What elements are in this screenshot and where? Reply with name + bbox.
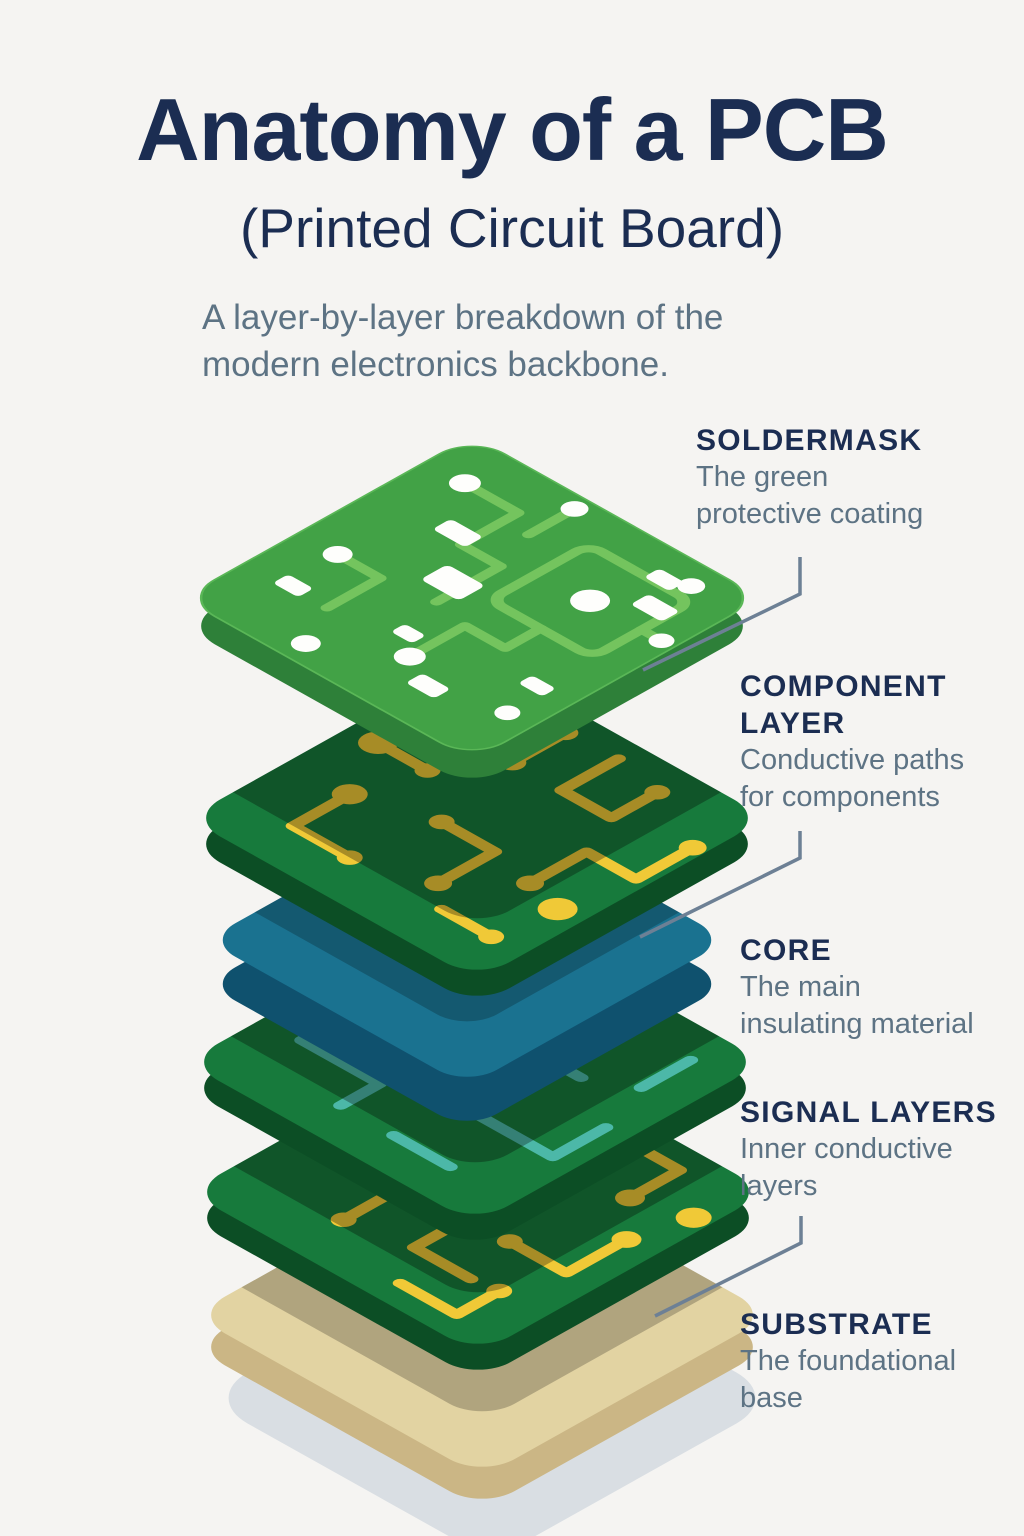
label-signal-title: SIGNAL LAYERS: [740, 1096, 997, 1129]
connector-core: [639, 831, 802, 939]
label-component-title: COMPONENT: [740, 670, 947, 703]
label-core: CORE The main insulating material: [740, 932, 1016, 1043]
label-core-title: CORE: [740, 934, 832, 967]
label-component-desc-1: Conductive paths: [740, 744, 965, 776]
label-soldermask: SOLDERMASK The green protective coating: [696, 422, 972, 533]
label-substrate: SUBSTRATE The foundational base: [740, 1306, 1016, 1417]
label-connectors: [639, 557, 803, 1318]
soldermask-traces: [275, 474, 706, 721]
label-substrate-desc-2: base: [740, 1382, 803, 1414]
layer-soldermask: [199, 445, 745, 778]
label-core-desc-2: insulating material: [740, 1008, 974, 1040]
page-description-line-2: modern electronics backbone.: [202, 345, 669, 384]
label-substrate-title: SUBSTRATE: [740, 1308, 933, 1341]
label-soldermask-desc-2: protective coating: [696, 498, 924, 530]
connector-substrate: [654, 1216, 803, 1318]
label-component-desc-2: for components: [740, 781, 940, 813]
page-title: Anatomy of a PCB: [136, 80, 889, 179]
label-soldermask-desc-1: The green: [696, 461, 829, 493]
page-description: A layer-by-layer breakdown of the modern…: [202, 294, 842, 388]
connector-soldermask: [642, 557, 802, 672]
page-description-line-1: A layer-by-layer breakdown of the: [202, 298, 724, 337]
label-component-title-2: LAYER: [740, 707, 846, 740]
label-signal-desc-1: Inner conductive: [740, 1133, 953, 1165]
label-signal-layers: SIGNAL LAYERS Inner conductive layers: [740, 1094, 1016, 1205]
label-soldermask-title: SOLDERMASK: [696, 424, 923, 457]
label-substrate-desc-1: The foundational: [740, 1345, 957, 1377]
label-core-desc-1: The main: [740, 971, 861, 1003]
page-subtitle: (Printed Circuit Board): [239, 197, 785, 259]
label-component-layer: COMPONENT LAYER Conductive paths for com…: [740, 668, 1016, 816]
label-signal-desc-2: layers: [740, 1170, 818, 1202]
